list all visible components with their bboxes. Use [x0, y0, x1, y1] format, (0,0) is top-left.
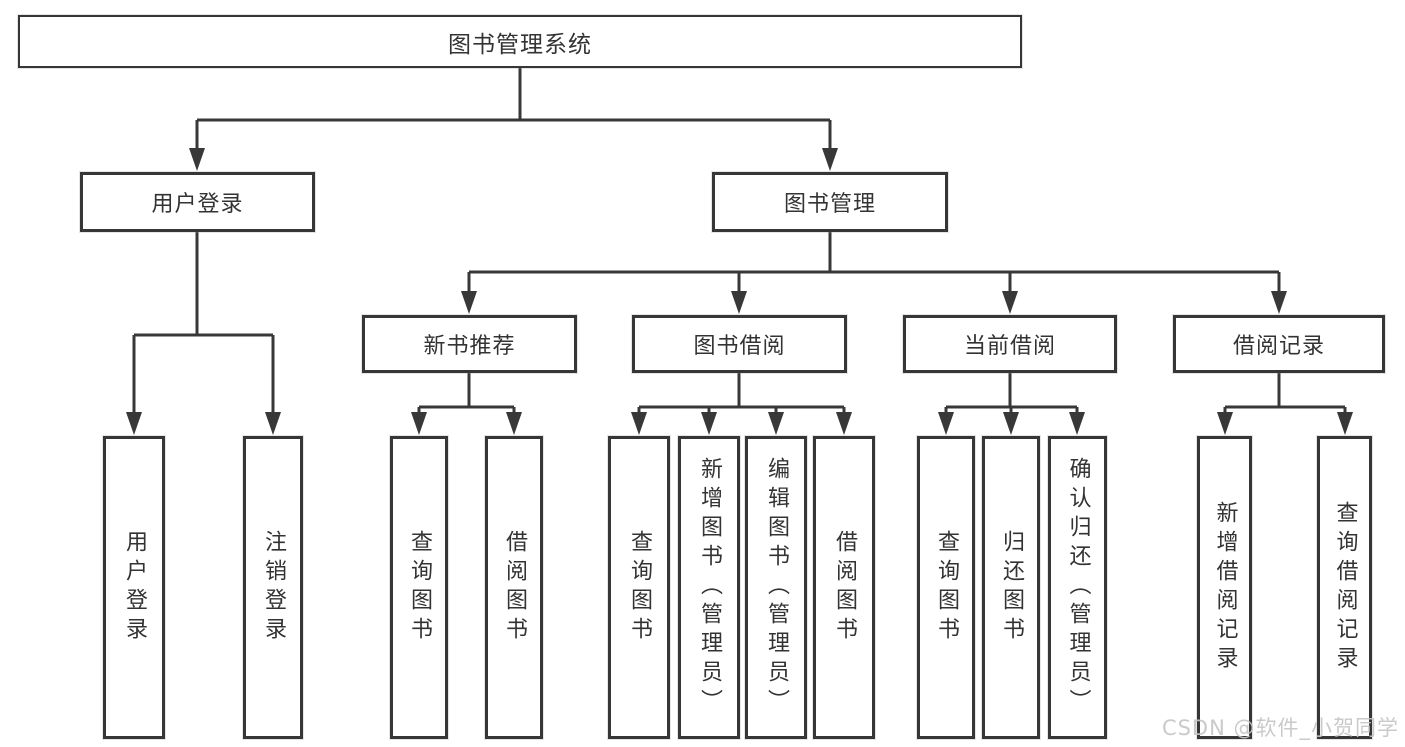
leaf-label: 用户登录 — [122, 529, 147, 646]
leaf-label: 借阅图书 — [832, 529, 857, 646]
node-label: 借阅记录 — [1232, 334, 1325, 359]
node-current-borrowing: 当前借阅 — [903, 315, 1117, 373]
leaf-label: 查询图书 — [934, 529, 959, 646]
node-label: 图书管理系统 — [448, 31, 592, 58]
leaf-label: 查询图书 — [627, 529, 652, 646]
node-label: 当前借阅 — [963, 334, 1056, 359]
leaf-query-books-3: 查询图书 — [917, 436, 975, 739]
node-user-login: 用户登录 — [80, 172, 315, 232]
node-label: 图书管理 — [783, 192, 876, 217]
node-new-book-recommendation: 新书推荐 — [362, 315, 577, 373]
node-book-management: 图书管理 — [712, 172, 948, 232]
leaf-user-login: 用户登录 — [103, 436, 165, 739]
leaf-label: 查询图书 — [407, 529, 432, 646]
leaf-confirm-return-admin: 确认归还（管理员） — [1048, 436, 1107, 739]
leaf-add-borrow-record: 新增借阅记录 — [1197, 436, 1252, 739]
node-label: 用户登录 — [151, 192, 244, 217]
leaf-logout: 注销登录 — [243, 436, 303, 739]
node-borrowing-records: 借阅记录 — [1173, 315, 1385, 373]
node-label: 图书借阅 — [693, 334, 786, 359]
leaf-query-books-1: 查询图书 — [390, 436, 448, 739]
leaf-borrow-books-2: 借阅图书 — [813, 436, 875, 739]
leaf-label: 归还图书 — [999, 529, 1024, 646]
node-library-management-system: 图书管理系统 — [18, 15, 1022, 68]
leaf-return-books: 归还图书 — [982, 436, 1040, 739]
csdn-watermark: CSDN @软件_小贺同学 — [1161, 716, 1399, 740]
leaf-label: 查询借阅记录 — [1332, 500, 1358, 675]
node-label: 新书推荐 — [423, 334, 516, 359]
leaf-add-books-admin: 新增图书（管理员） — [678, 436, 740, 739]
leaf-label: 新增借阅记录 — [1212, 500, 1238, 675]
leaf-label: 注销登录 — [261, 529, 286, 646]
node-book-borrowing: 图书借阅 — [632, 315, 847, 373]
leaf-label: 确认归还（管理员） — [1065, 457, 1091, 718]
leaf-label: 借阅图书 — [502, 529, 527, 646]
leaf-label: 新增图书（管理员） — [697, 457, 722, 718]
leaf-borrow-books-1: 借阅图书 — [485, 436, 543, 739]
leaf-label: 编辑图书（管理员） — [764, 457, 789, 718]
leaf-query-books-2: 查询图书 — [608, 436, 670, 739]
leaf-query-borrow-record: 查询借阅记录 — [1317, 436, 1372, 739]
leaf-edit-books-admin: 编辑图书（管理员） — [745, 436, 807, 739]
